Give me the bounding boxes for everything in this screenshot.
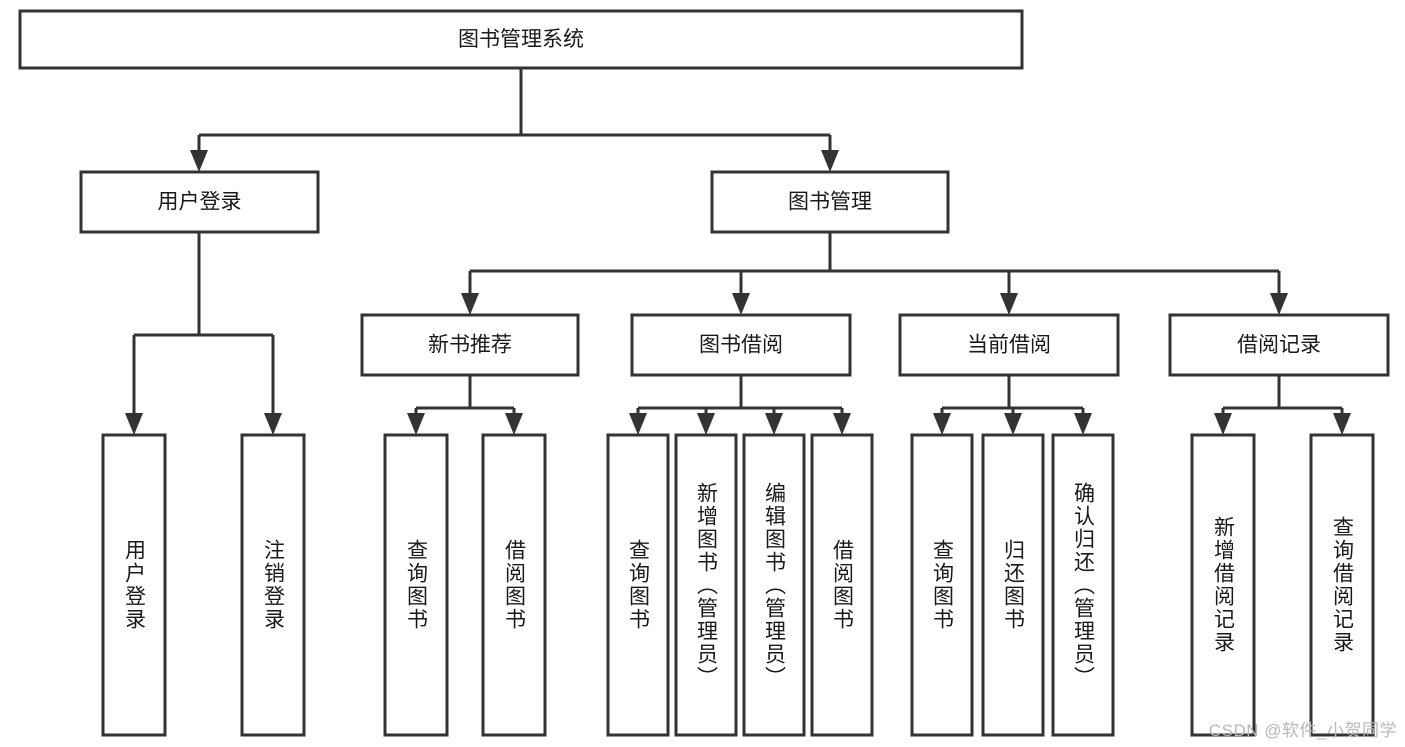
node-layer (18, 9, 1390, 737)
node-box-leaf-query-book-2[interactable] (606, 433, 670, 737)
node-box-book-borrow[interactable] (630, 313, 852, 377)
book-mgmt-to-level3-branch-2-arrowhead (1000, 293, 1018, 315)
book-borrow-to-leaves-branch-0-arrowhead (629, 413, 647, 435)
current-borrow-to-leaves-branch-0-arrowhead (933, 413, 951, 435)
root-to-level2-branch-1-arrowhead (821, 150, 839, 172)
book-mgmt-to-level3-branch-3-arrowhead (1270, 293, 1288, 315)
new-book-to-leaves-branch-1-arrowhead (505, 413, 523, 435)
connector-layer (125, 68, 1351, 435)
root-to-level2-branch-0-arrowhead (190, 150, 208, 172)
node-label-book-management: 图书管理 (788, 191, 872, 214)
current-borrow-to-leaves-branch-1-arrowhead (1004, 413, 1022, 435)
node-box-leaf-user-login[interactable] (101, 433, 167, 737)
node-label-borrow-record: 借阅记录 (1237, 334, 1321, 357)
node-box-user-login[interactable] (79, 170, 320, 234)
book-borrow-to-leaves-branch-2-arrowhead (765, 413, 783, 435)
node-box-leaf-edit-book-admin[interactable] (742, 433, 806, 737)
node-box-new-book-recommend[interactable] (360, 313, 580, 377)
node-label-book-borrow: 图书借阅 (699, 334, 783, 357)
node-box-book-management[interactable] (710, 170, 950, 234)
node-box-leaf-add-book-admin[interactable] (674, 433, 738, 737)
book-borrow-to-leaves-branch-3-arrowhead (833, 413, 851, 435)
node-box-leaf-confirm-return-admin[interactable] (1051, 433, 1115, 737)
node-label-new-book-recommend: 新书推荐 (428, 334, 512, 357)
node-box-current-borrow[interactable] (898, 313, 1120, 377)
current-borrow-to-leaves-branch-2-arrowhead (1074, 413, 1092, 435)
node-label-user-login: 用户登录 (158, 191, 242, 214)
node-box-root[interactable] (18, 9, 1024, 70)
watermark-credit: CSDN @软件_小贺同学 (1208, 721, 1397, 740)
borrow-record-to-leaves-branch-1-arrowhead (1333, 413, 1351, 435)
node-box-leaf-query-book-3[interactable] (910, 433, 974, 737)
book-mgmt-to-level3-branch-0-arrowhead (461, 293, 479, 315)
node-label-root: 图书管理系统 (458, 28, 584, 51)
book-borrow-to-leaves-branch-1-arrowhead (697, 413, 715, 435)
node-box-leaf-borrow-book-2[interactable] (810, 433, 874, 737)
user-login-to-leaves-branch-1-arrowhead (264, 413, 282, 435)
new-book-to-leaves-branch-0-arrowhead (407, 413, 425, 435)
node-label-current-borrow: 当前借阅 (967, 334, 1051, 357)
user-login-to-leaves-branch-0-arrowhead (125, 413, 143, 435)
node-box-leaf-borrow-book-1[interactable] (481, 433, 547, 737)
node-box-leaf-logout-login[interactable] (240, 433, 306, 737)
node-box-leaf-query-book-1[interactable] (383, 433, 449, 737)
node-box-borrow-record[interactable] (1168, 313, 1390, 377)
book-mgmt-to-level3-branch-1-arrowhead (732, 293, 750, 315)
node-box-leaf-add-borrow-record[interactable] (1190, 433, 1256, 737)
borrow-record-to-leaves-branch-0-arrowhead (1214, 413, 1232, 435)
node-box-leaf-query-borrow-record[interactable] (1309, 433, 1375, 737)
node-box-leaf-return-book[interactable] (981, 433, 1045, 737)
